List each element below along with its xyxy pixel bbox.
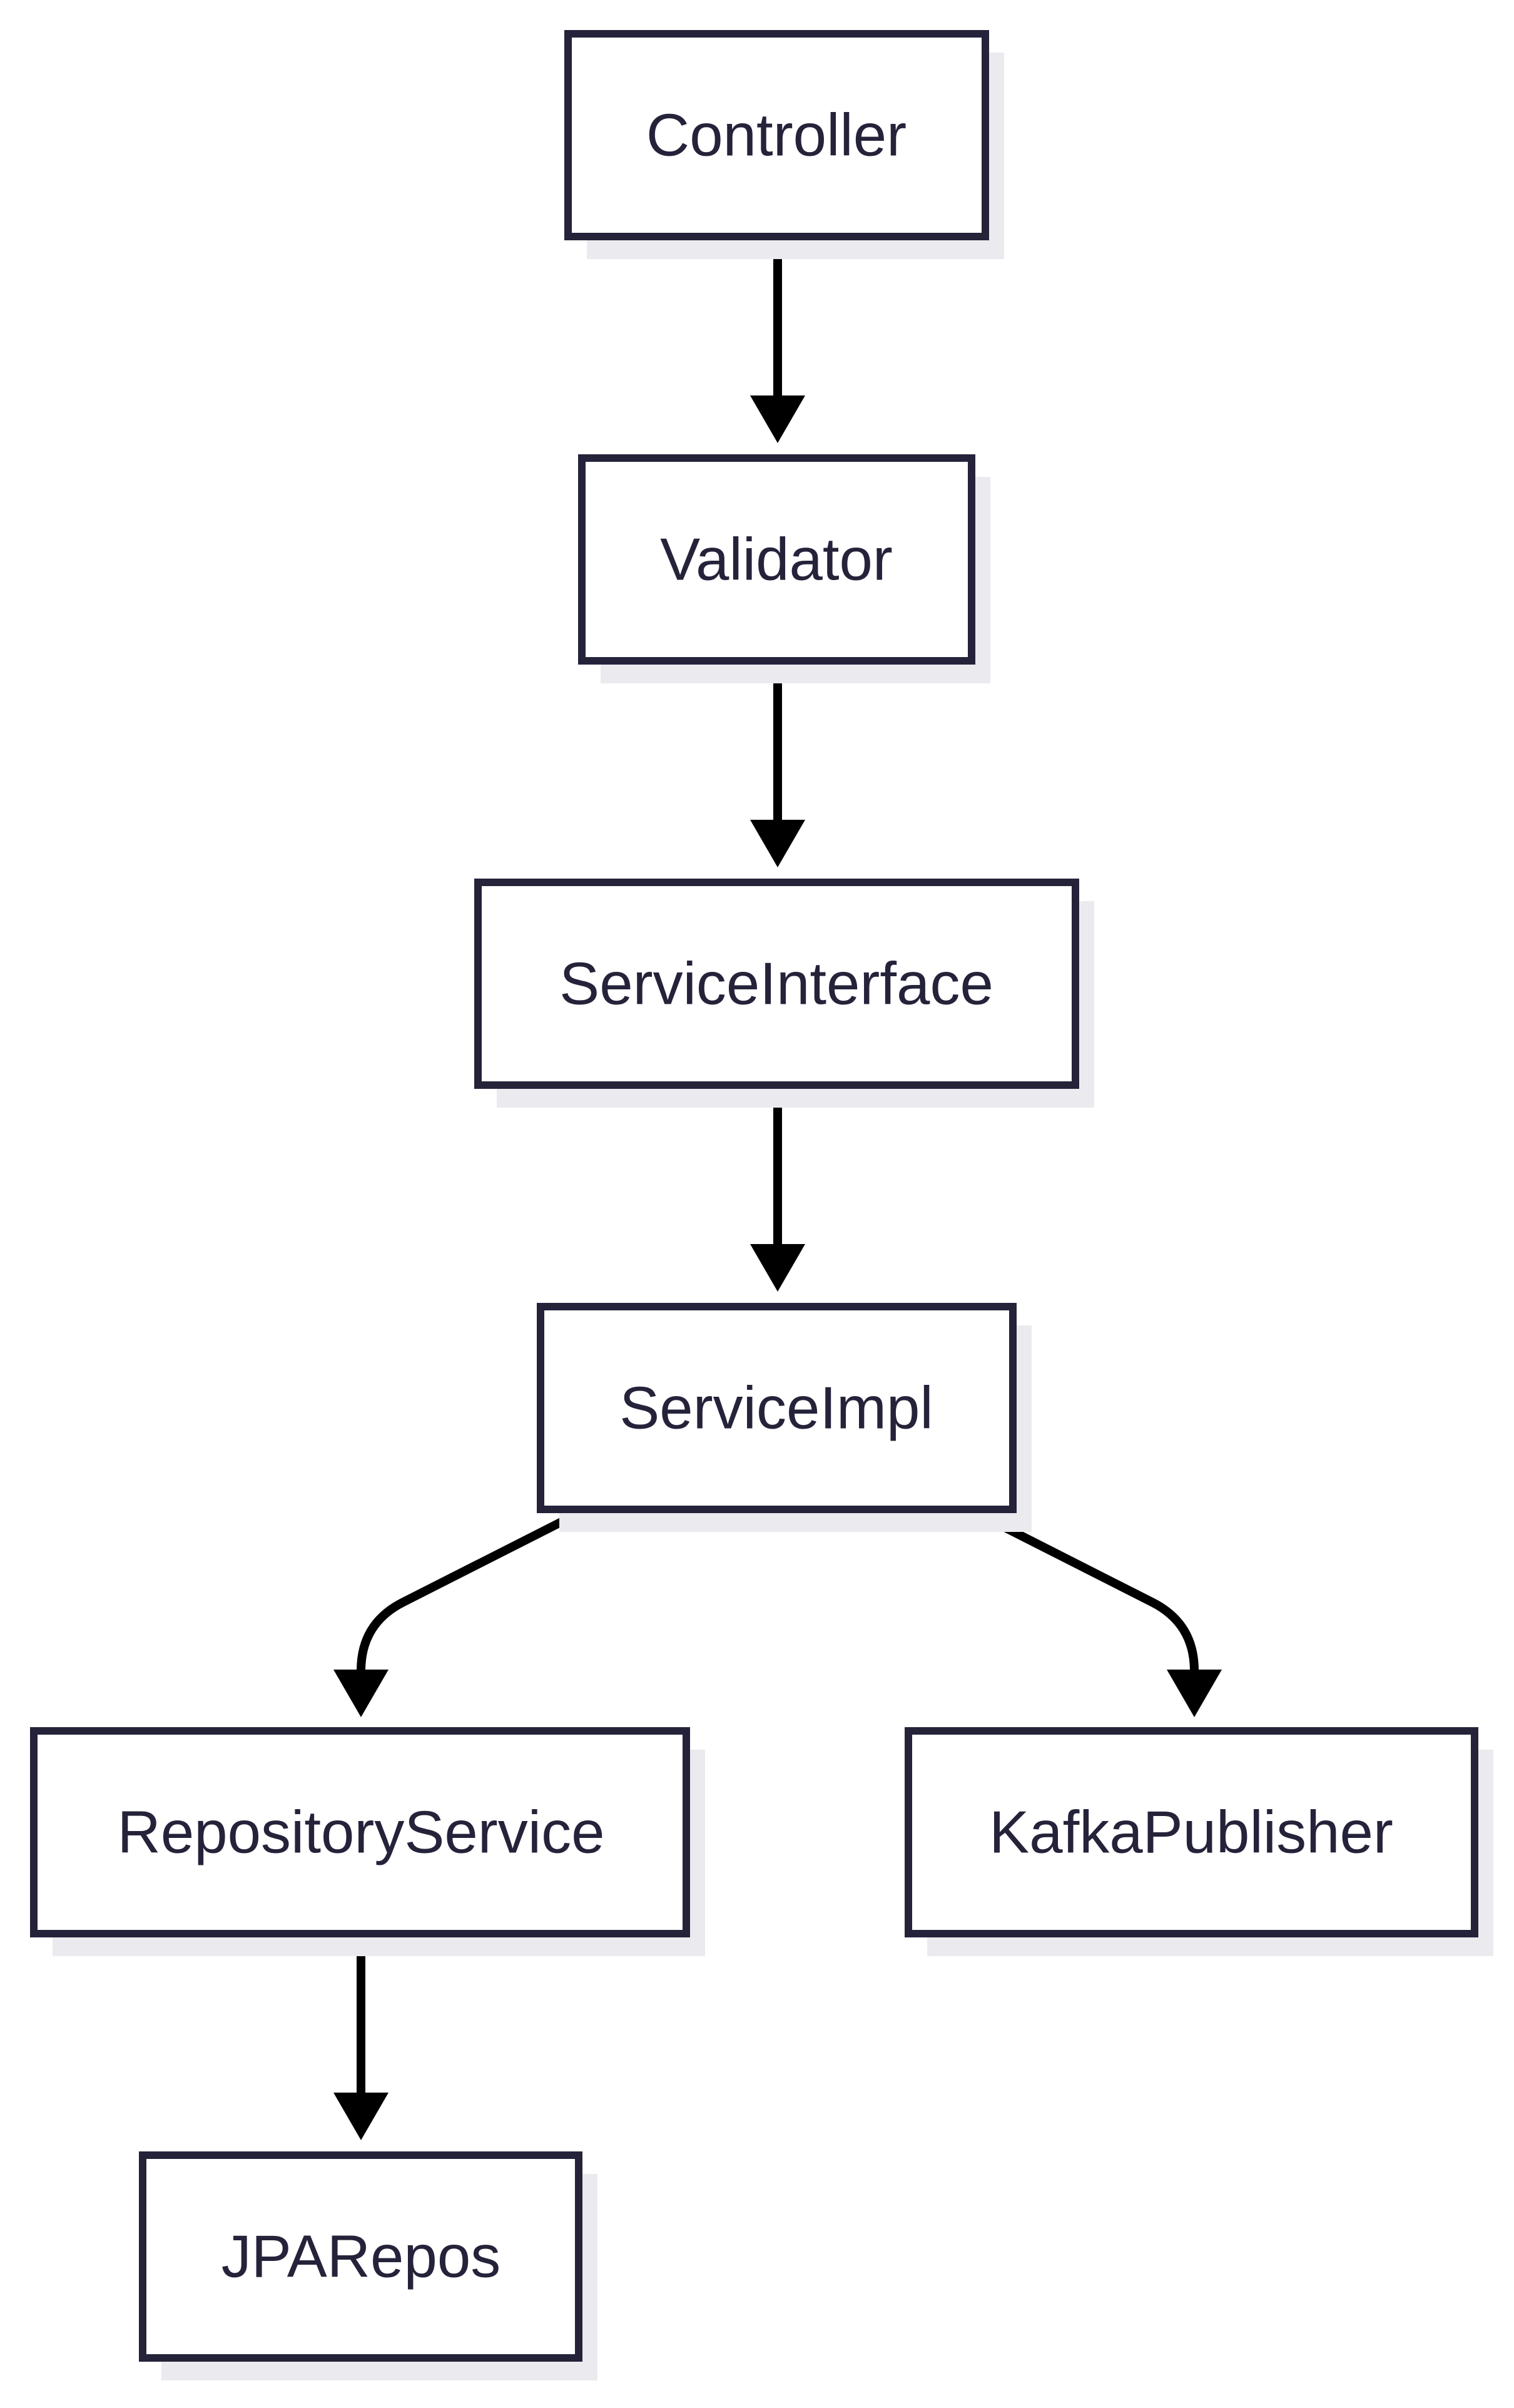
node-label-kafka-publisher: KafkaPublisher [989, 1799, 1393, 1866]
node-label-jpa-repos: JPARepos [221, 2223, 500, 2290]
edge-service-interface-to-service-impl [750, 1089, 805, 1292]
node-label-controller: Controller [646, 102, 907, 169]
node-label-validator: Validator [660, 526, 893, 593]
node-service-impl[interactable]: ServiceImpl [537, 1303, 1032, 1532]
node-label-service-impl: ServiceImpl [619, 1375, 933, 1442]
node-repository-service[interactable]: RepositoryService [30, 1727, 705, 1956]
node-controller[interactable]: Controller [564, 30, 1004, 259]
edge-controller-to-validator [750, 240, 805, 443]
edge-service-impl-to-kafka-publisher [974, 1509, 1222, 1717]
edge-validator-to-service-interface [750, 665, 805, 867]
edge-service-impl-to-repository-service [333, 1509, 581, 1717]
node-service-interface[interactable]: ServiceInterface [474, 879, 1094, 1108]
node-jpa-repos[interactable]: JPARepos [139, 2151, 597, 2380]
node-label-repository-service: RepositoryService [118, 1799, 605, 1866]
node-validator[interactable]: Validator [578, 454, 990, 683]
node-kafka-publisher[interactable]: KafkaPublisher [905, 1727, 1493, 1956]
node-label-service-interface: ServiceInterface [559, 951, 993, 1018]
edges [333, 240, 1222, 2140]
edge-repository-service-to-jpa-repos [333, 1937, 389, 2140]
nodes: Controller Validator ServiceInterface Se… [30, 30, 1493, 2380]
